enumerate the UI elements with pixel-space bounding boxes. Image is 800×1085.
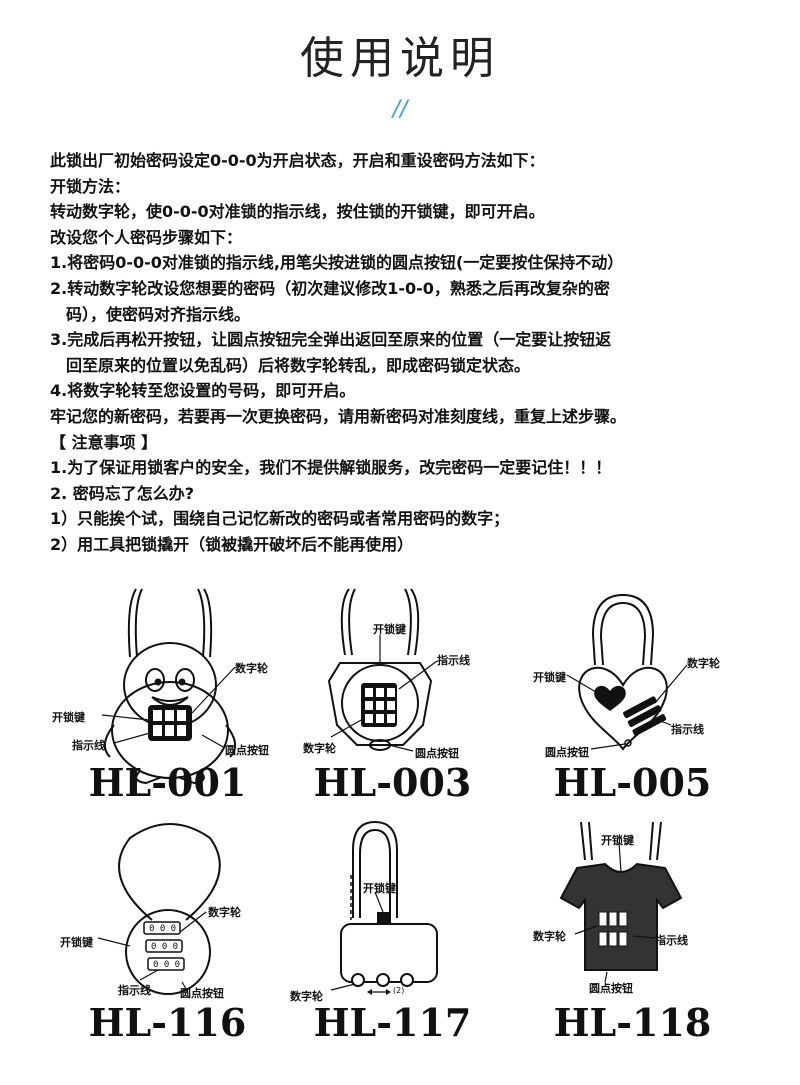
instructions-block: 此锁出厂初始密码设定0-0-0为开启状态，开启和重设密码方法如下： 开锁方法： … (50, 148, 785, 558)
part-label-dial: 数字轮 (290, 990, 323, 1003)
instruction-line: 1）只能挨个试，围绕自己记忆新改的密码或者常用密码的数字； (50, 509, 510, 529)
model-label: HL-118 (553, 1000, 712, 1045)
lock-hl117: 开锁键 数字轮 (2) HL-117 (265, 820, 520, 1050)
part-label-dot-button: 圆点按钮 (180, 987, 224, 1000)
part-label-dot-button: 圆点按钮 (225, 744, 269, 757)
instruction-line: 1.为了保证用锁客户的安全，我们不提供解锁服务，改完密码一定要记住！！！ (50, 458, 612, 478)
part-label-dial: 数字轮 (208, 906, 241, 919)
lock-hl001: 开锁键 数字轮 指示线 圆点按钮 HL-001 (40, 585, 295, 815)
instruction-line: 码），使密码对齐指示线。 (66, 304, 251, 324)
part-label-dial: 数字轮 (687, 657, 720, 670)
instruction-line: 此锁出厂初始密码设定0-0-0为开启状态，开启和重设密码方法如下： (50, 151, 545, 170)
arrow-note: (2) (393, 986, 405, 995)
loop-lock-illustration: 0 0 0 0 0 0 0 0 0 (97, 823, 221, 995)
instruction-line: 3.完成后再松开按钮，让圆点按钮完全弹出返回至原来的位置（一定要让按钮返 (50, 330, 612, 350)
part-label-unlock-key: 开锁键 (601, 834, 634, 847)
part-label-unlock-key: 开锁键 (52, 711, 85, 724)
instruction-line: 2. 密码忘了怎么办? (50, 483, 195, 503)
svg-text:0 0 0: 0 0 0 (153, 960, 180, 970)
title-mark: // (392, 97, 408, 122)
model-label: HL-116 (88, 1000, 247, 1045)
svg-text:0 0 0: 0 0 0 (149, 924, 176, 934)
instruction-line: 1.将密码0-0-0对准锁的指示线,用笔尖按进锁的圆点按钮(一定要按住保持不动） (50, 253, 624, 273)
page-title: 使用说明 (300, 33, 500, 84)
cable-lock-illustration (330, 820, 438, 995)
instruction-line: 开锁方法： (50, 176, 131, 196)
part-label-indicator: 指示线 (655, 934, 688, 947)
part-label-dial: 数字轮 (235, 662, 268, 675)
tshirt-lock-illustration (559, 821, 683, 983)
part-label-indicator: 指示线 (437, 654, 470, 667)
lock-models-grid: 开锁键 数字轮 指示线 圆点按钮 HL-001 开锁键 指示线 数 (0, 585, 800, 1085)
instruction-line: 改设您个人密码步骤如下： (50, 227, 243, 247)
part-label-dial: 数字轮 (303, 742, 336, 755)
instruction-line: 回至原来的位置以免乱码）后将数字轮转乱，即成密码锁定状态。 (66, 355, 531, 375)
model-label: HL-001 (88, 760, 247, 805)
instruction-line: 牢记您的新密码，若要再一次更换密码，请用新密码对准刻度线，重复上述步骤。 (50, 406, 627, 426)
svg-text:0 0 0: 0 0 0 (151, 942, 178, 952)
instruction-line: 2）用工具把锁撬开（锁被撬开破坏后不能再使用） (50, 534, 414, 554)
part-label-dot-button: 圆点按钮 (415, 747, 459, 760)
lock-hl005: 开锁键 数字轮 指示线 圆点按钮 HL-005 (505, 585, 760, 815)
lock-hl116: 0 0 0 0 0 0 0 0 0 数字轮 开锁键 指示线 圆点按钮 HL-116 (40, 820, 295, 1050)
lock-hl003: 开锁键 指示线 数字轮 圆点按钮 HL-003 (265, 585, 520, 815)
part-label-unlock-key: 开锁键 (373, 623, 406, 636)
instruction-line: 转动数字轮，使0-0-0对准锁的指示线，按住锁的开锁键，即可开启。 (50, 202, 545, 222)
round-lock-illustration (327, 588, 438, 752)
part-label-unlock-key: 开锁键 (533, 671, 566, 684)
model-label: HL-003 (313, 760, 472, 805)
lock-hl118: 开锁键 数字轮 指示线 圆点按钮 HL-118 (505, 820, 760, 1050)
model-label: HL-005 (553, 760, 712, 805)
part-label-indicator: 指示线 (72, 739, 105, 752)
heart-lock-illustration (566, 593, 688, 751)
part-label-unlock-key: 开锁键 (60, 936, 93, 949)
part-label-indicator: 指示线 (671, 723, 704, 736)
part-label-unlock-key: 开锁键 (363, 882, 396, 895)
instruction-line: 2.转动数字轮改设您想要的密码（初次建议修改1-0-0，熟悉之后再改复杂的密 (50, 278, 610, 298)
penguin-lock-illustration (101, 588, 237, 785)
model-label: HL-117 (313, 1000, 472, 1045)
part-label-dial: 数字轮 (533, 930, 566, 943)
instruction-line: 4.将数字轮转至您设置的号码，即可开启。 (50, 381, 356, 401)
part-label-indicator: 指示线 (118, 984, 151, 997)
part-label-dot-button: 圆点按钮 (589, 982, 633, 995)
notice-heading: 【 注意事项 】 (50, 432, 158, 452)
part-label-dot-button: 圆点按钮 (545, 746, 589, 759)
